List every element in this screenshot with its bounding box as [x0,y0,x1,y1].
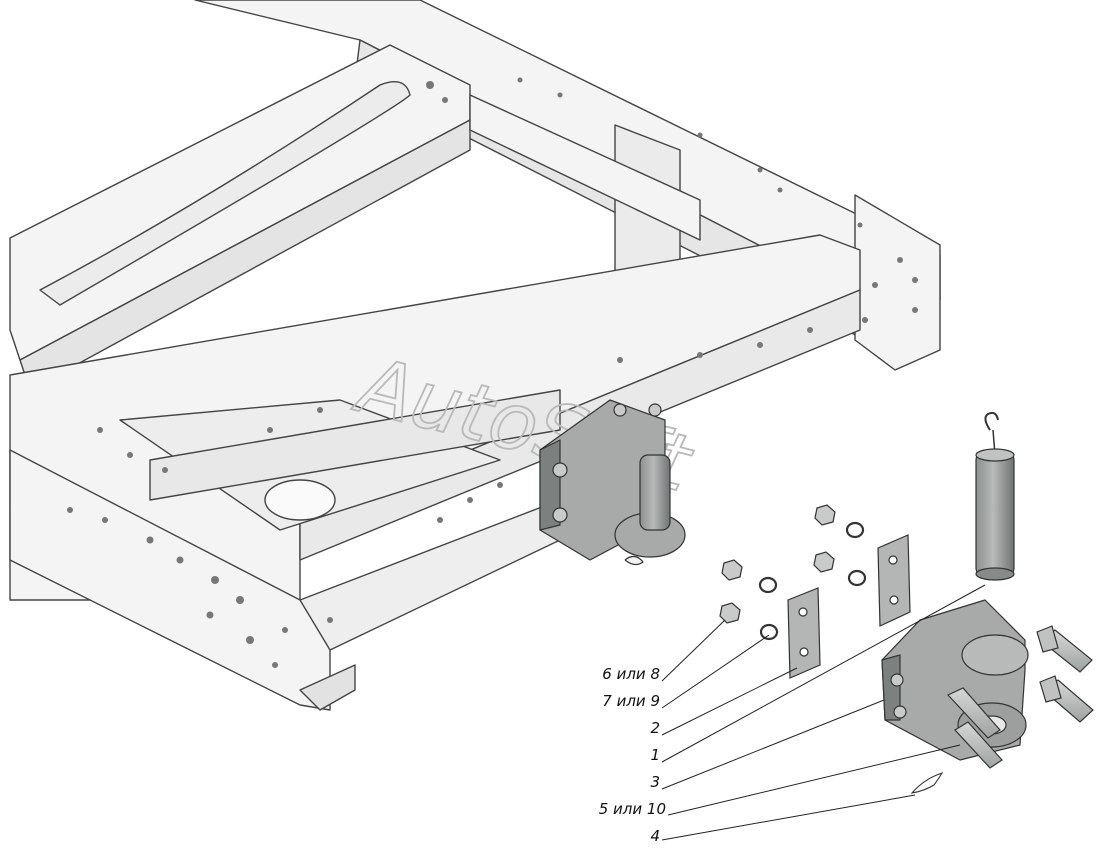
leader-line-2 [661,667,798,736]
cotter-pin [910,771,944,794]
callout-3: 3 [650,773,660,791]
leader-line-5-10 [667,744,961,816]
leader-lines [661,584,986,841]
tow-hook-body [881,599,1029,761]
callout-4: 4 [650,827,660,845]
callout-1: 1 [650,746,660,764]
nut-parts [719,504,836,624]
leader-line-6-8 [661,619,726,682]
leader-line-1 [661,584,986,763]
callout-7-or-9: 7 или 9 [602,692,660,710]
leader-line-4 [661,794,916,841]
leader-line-3 [661,699,885,790]
leader-line-7-9 [661,634,770,709]
plate-parts [787,534,911,679]
hitch-pin [975,411,1015,581]
installed-hitch [539,399,686,566]
frame-holes [67,77,918,668]
callout-6-or-8: 6 или 8 [602,665,660,683]
washer-parts [758,521,867,641]
callout-5-or-10: 5 или 10 [598,800,666,818]
callout-2: 2 [650,719,660,737]
bolt-parts [946,625,1094,769]
vehicle-frame [9,0,941,711]
frame-right-rail [854,194,941,371]
